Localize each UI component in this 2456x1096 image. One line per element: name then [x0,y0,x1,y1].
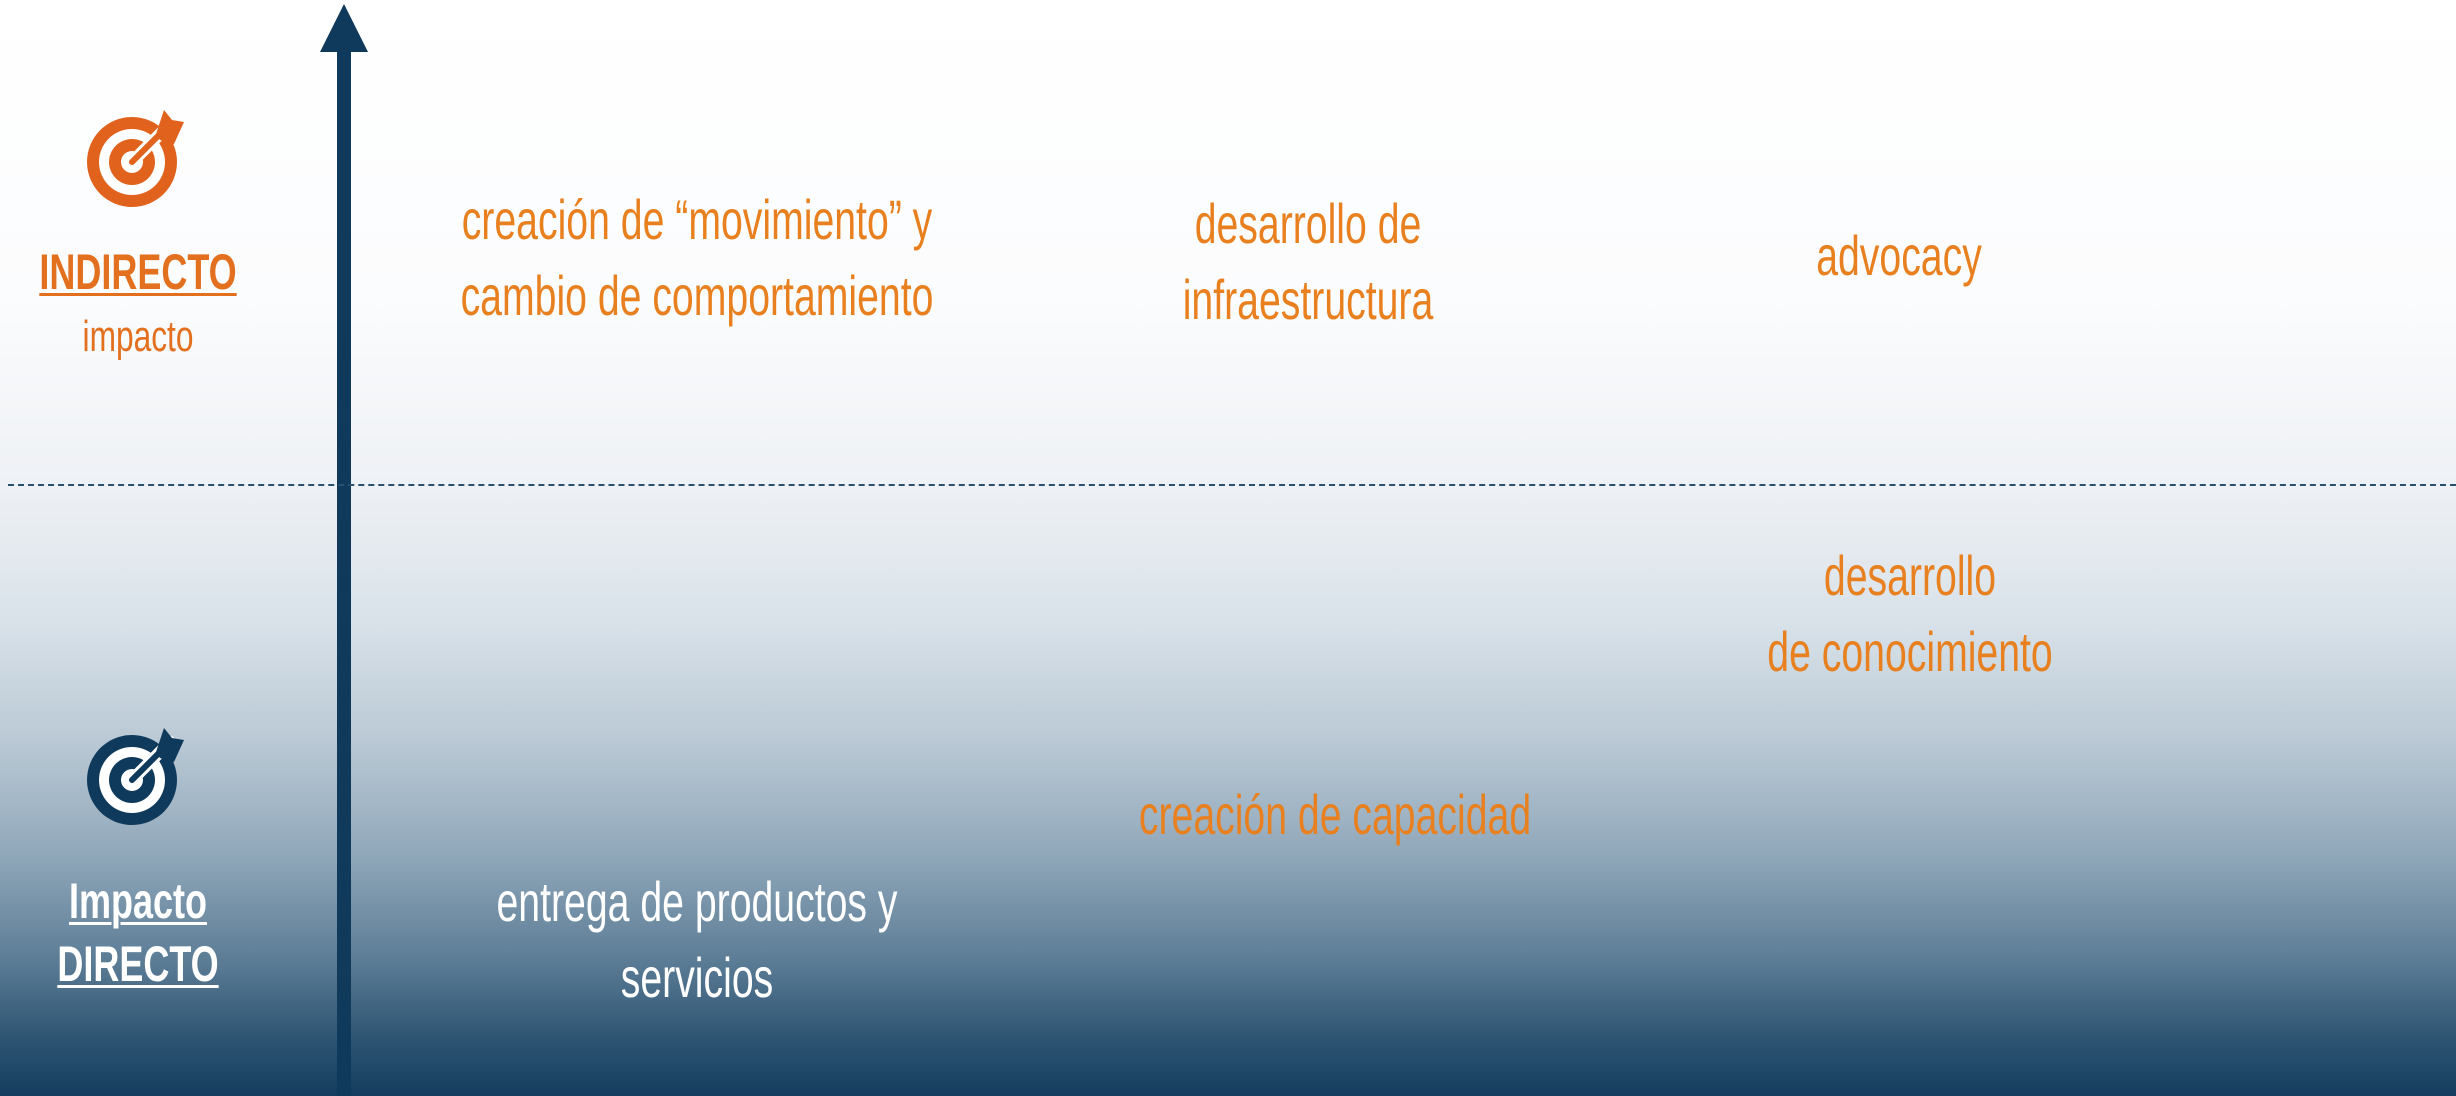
vertical-axis-line [337,46,351,1096]
cell-text-line: cambio de comportamiento [460,264,934,327]
cell-text-line: desarrollo de [1194,192,1422,255]
cell-text-line: creación de “movimiento” y [461,188,933,251]
cell-text-line: de conocimiento [1767,620,2053,683]
target-arrow-icon [87,110,184,207]
impact-divider-line [8,484,2456,486]
direct-impact-title-line-1: Impacto [68,873,208,929]
cell-text-line: creación de capacidad [1138,783,1532,846]
cell-text-line: entrega de productos y [496,870,898,933]
cell-products-services-delivery: entrega de productos y servicios [417,864,977,1016]
cell-text-line: advocacy [1816,224,1982,287]
cell-advocacy: advocacy [1619,218,2179,294]
target-arrow-icon [87,728,184,825]
axis-arrowhead [320,4,368,52]
cell-knowledge-development: desarrollo de conocimiento [1630,538,2190,690]
cell-text-line: infraestructura [1182,268,1434,331]
cell-infrastructure-development: desarrollo de infraestructura [1028,186,1588,338]
direct-impact-title-line-2: DIRECTO [57,936,219,992]
cell-text-line: servicios [620,946,774,1009]
cell-capacity-building: creación de capacidad [1055,777,1615,853]
indirect-impact-title: INDIRECTO [39,244,237,300]
indirect-impact-subtitle: impacto [82,312,194,361]
cell-text-line: desarrollo [1823,544,1997,607]
cell-movement-creation: creación de “movimiento” y cambio de com… [417,182,977,334]
